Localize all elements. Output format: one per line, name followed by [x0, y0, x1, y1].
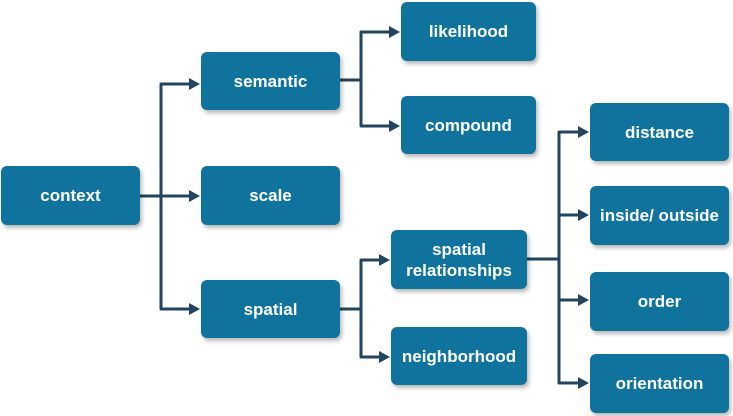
node-spatial-relationships: spatial relationships: [391, 230, 527, 289]
arrow-head-scale: [189, 190, 200, 202]
arrow-head-semantic: [189, 78, 200, 90]
arrow-head-spatial: [189, 303, 200, 315]
node-context: context: [1, 166, 140, 225]
edge-spatial-neighborhood: [359, 309, 380, 359]
node-neighborhood: neighborhood: [391, 327, 527, 385]
arrow-head-likelihood: [389, 26, 400, 38]
arrow-head-inside-outside: [578, 209, 589, 221]
node-inside-outside: inside/ outside: [590, 186, 729, 245]
edge-relationships-orientation: [557, 300, 579, 385]
arrow-head-compound: [389, 120, 400, 132]
edge-context-semantic: [140, 82, 190, 198]
node-likelihood: likelihood: [401, 2, 536, 61]
node-scale: scale: [201, 166, 340, 225]
node-order: order: [590, 272, 729, 331]
edge-context-spatial: [159, 196, 190, 311]
edge-relationships-distance: [527, 130, 579, 261]
edge-semantic-likelihood: [340, 30, 390, 82]
node-semantic: semantic: [201, 52, 340, 110]
edge-semantic-compound: [359, 80, 390, 128]
edge-spatial-relationships: [340, 258, 380, 311]
arrow-head-relationships: [379, 254, 390, 266]
node-spatial: spatial: [201, 280, 340, 338]
arrow-head-order: [578, 294, 589, 306]
edge-relationships-order: [557, 259, 579, 302]
node-distance: distance: [590, 103, 729, 161]
arrow-head-distance: [578, 126, 589, 138]
arrow-head-neighborhood: [379, 351, 390, 363]
node-orientation: orientation: [590, 354, 729, 413]
node-compound: compound: [401, 96, 536, 154]
arrow-head-orientation: [578, 377, 589, 389]
